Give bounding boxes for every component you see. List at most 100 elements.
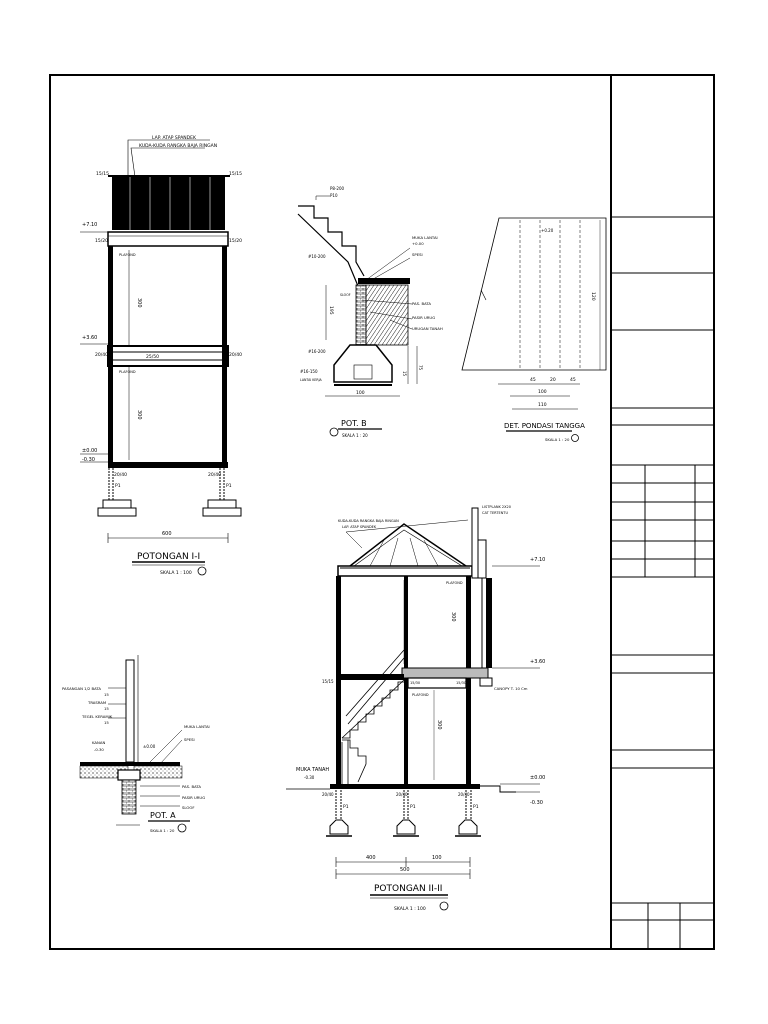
d-dim-1: 45	[530, 377, 536, 383]
b-pasir-urug: PASIR URUG	[412, 315, 435, 320]
b-dim-side-1: 15	[402, 371, 407, 377]
section-pot-a: PASANGAN 1/2 BATA 15 TRASRAM 15 TEGEL KE…	[62, 655, 210, 833]
s2-dim-1: 400	[366, 855, 376, 861]
d-height: 120	[590, 292, 596, 301]
s2-sloof-b: 20/40	[396, 792, 408, 797]
a-scale: SKALA 1 : 20	[150, 828, 175, 833]
a-kanan: KANAN	[92, 740, 105, 745]
column-a	[336, 576, 341, 786]
footing-right	[202, 468, 242, 517]
s1-roof-note-1: LAP. ATAP SPANDEK	[152, 135, 197, 141]
b-rebar-4: #16-200	[308, 349, 326, 354]
a-muka-lantai: MUKA LANTAI	[184, 724, 210, 729]
section-pot-b: P8-200 P10 MUKA LANTAI +0.00 #10-200 SPE…	[297, 186, 443, 438]
s2-footing-c: P1	[473, 804, 479, 810]
s1-ring-right: 15/20	[229, 238, 242, 244]
a-sloof: SLOOF	[182, 805, 195, 810]
b-rebar-5: #16-150	[300, 369, 318, 374]
s2-title: POTONGAN II-II	[374, 884, 442, 894]
s2-plafond-upper: PLAFOND	[446, 581, 463, 585]
s2-beam-a: 15/15	[322, 679, 334, 684]
s1-sloof-right: 20/40	[208, 472, 221, 478]
floor-slab-2	[401, 667, 489, 679]
b-scale: SKALA 1 : 20	[342, 433, 368, 438]
b-sloof: SLOOF	[340, 293, 351, 297]
s2-level-mid: +3.60	[530, 659, 545, 665]
b-dim-side-2: 75	[418, 365, 423, 371]
sheet-frame	[49, 74, 715, 950]
a-note-3: TEGEL KERAMIK	[81, 714, 113, 719]
stair-footing	[333, 344, 393, 383]
s2-scale: SKALA 1 : 100	[394, 906, 426, 912]
footing-c	[455, 790, 481, 837]
s1-beam-mid-left: 20/40	[95, 352, 108, 358]
detail-stair-foundation: +0.20 120 45 20 45 100 110 DET. PONDASI …	[461, 217, 607, 442]
s2-level-top: +7.10	[530, 557, 545, 563]
s1-level-floor: ±0.00	[82, 448, 97, 454]
a-note-1: PASANGAN 1/2 BATA	[62, 686, 101, 691]
d-dim-total-1: 100	[538, 389, 547, 395]
b-dim-height: 195	[328, 306, 334, 315]
a-note-3b: 15	[104, 720, 109, 725]
s2-footing-a: P1	[343, 804, 349, 810]
s1-plafond-lower: PLAFOND	[119, 370, 136, 374]
b-lantai-kerja: LANTAI KERJA	[300, 378, 322, 382]
column-right	[222, 246, 227, 466]
a-spesi: SPESI	[184, 737, 195, 742]
s1-footing-left: P1	[115, 483, 121, 489]
s2-dim-2: 100	[432, 855, 442, 861]
s1-ring-left: 15/20	[95, 238, 108, 244]
s2-roof-note-1: KUDA-KUDA RANGKA BAJA RINGAN	[338, 519, 399, 523]
a-pasir-urug: PASIR URUG	[182, 795, 205, 800]
b-dim-width: 100	[356, 390, 365, 396]
d-dim-2: 20	[550, 377, 556, 383]
a-note-2b: 15	[104, 706, 109, 711]
s1-level-mid: +3.60	[82, 335, 97, 341]
s2-muka-tanah: MUKA TANAH	[296, 767, 329, 773]
b-rebar-1: P8-200	[330, 186, 344, 191]
d-scale: SKALA 1 : 20	[545, 437, 570, 442]
b-rebar-3: #10-200	[308, 254, 326, 259]
footing-a	[326, 790, 352, 837]
s1-beam-top-right: 15/15	[229, 171, 242, 177]
section-1-1: LAP. ATAP SPANDEK KUDA-KUDA RANGKA BAJA …	[80, 135, 242, 576]
roof-truss-block	[112, 177, 225, 230]
s1-roof-note-2: KUDA-KUDA RANGKA BAJA RINGAN	[139, 143, 217, 149]
s2-roof-note-2: LAP. ATAP SPANDEK	[342, 525, 377, 529]
s2-height-lower: 300	[436, 720, 442, 730]
s1-scale: SKALA 1 : 100	[160, 570, 192, 576]
s1-height-upper: 300	[136, 298, 142, 308]
section-2-2: KUDA-KUDA RANGKA BAJA RINGAN LAP. ATAP S…	[286, 505, 545, 912]
footing-b	[393, 790, 419, 837]
s1-plafond-upper: PLAFOND	[119, 253, 136, 257]
s1-level-base: -0.30	[82, 457, 95, 463]
s2-side-note-2: CAT TERTENTU	[482, 511, 508, 515]
staircase	[341, 649, 405, 786]
b-urugan-tanah: URUGAN TANAH	[412, 326, 443, 331]
b-spesi: SPESI	[412, 252, 423, 257]
s2-level-base: -0.30	[530, 800, 543, 806]
a-title: POT. A	[150, 811, 176, 820]
s2-muka-level: -0.30	[304, 775, 315, 780]
s1-width-dim: 600	[162, 531, 172, 537]
b-title: POT. B	[341, 419, 367, 428]
s2-dim-total: 500	[400, 867, 410, 873]
b-muka-level: +0.00	[412, 241, 424, 246]
title-block	[611, 216, 714, 949]
s2-height-upper: 300	[450, 612, 456, 622]
d-level: +0.20	[541, 228, 554, 233]
s2-side-note-1: LISTPLANK 2X20	[482, 505, 511, 509]
d-dim-total-2: 110	[538, 402, 547, 408]
s2-footing-b: P1	[410, 804, 416, 810]
s2-beam-b: 15/30	[410, 681, 420, 685]
s2-canopy: CANOPY T. 10 Cm	[494, 686, 528, 691]
s1-level-top: +7.10	[82, 222, 97, 228]
s1-height-lower: 300	[136, 410, 142, 420]
s1-beam-mid-center: 25/50	[146, 354, 159, 360]
s2-level-floor: ±0.00	[530, 775, 545, 781]
a-note-2: TRASRAM	[87, 700, 106, 705]
s1-beam-mid-right: 20/40	[229, 352, 242, 358]
d-title: DET. PONDASI TANGGA	[504, 422, 585, 430]
